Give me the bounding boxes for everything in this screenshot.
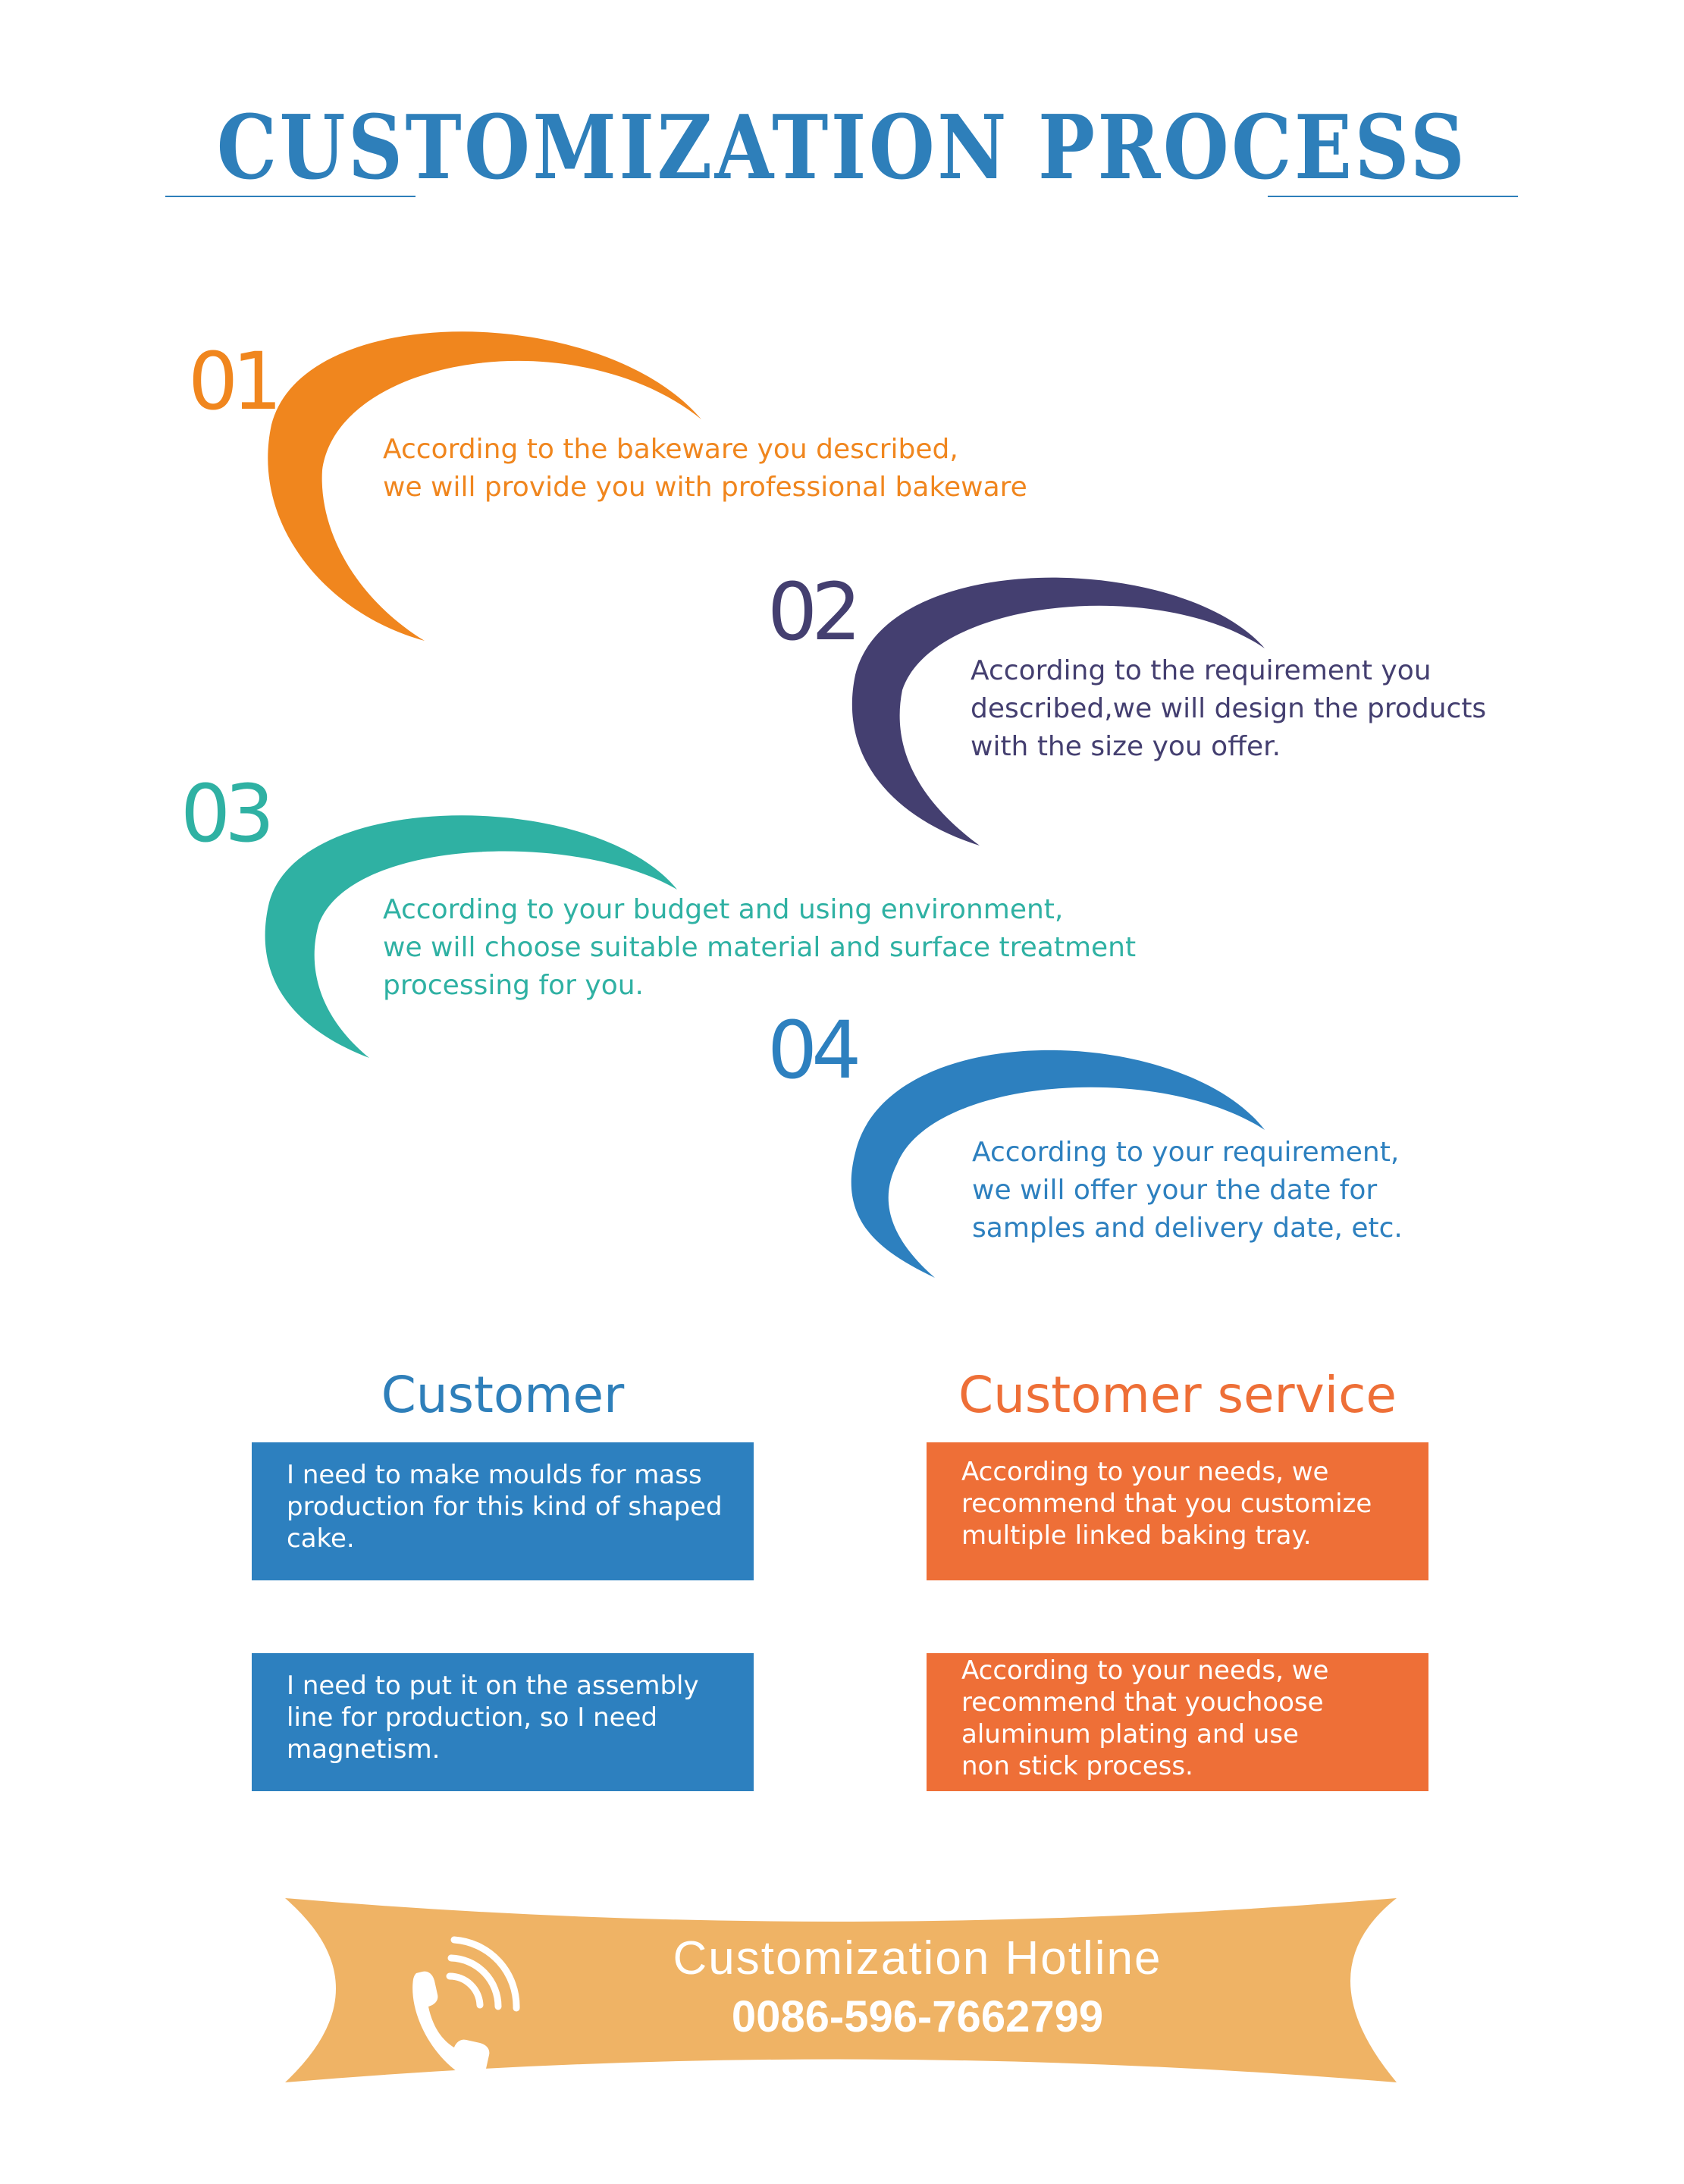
step-04-line-2: we will offer your the date for: [972, 1175, 1378, 1206]
customer-box-2-line-2: line for production, so I need: [287, 1702, 658, 1733]
service-box-1: According to your needs, we recommend th…: [927, 1442, 1428, 1580]
service-box-2: According to your needs, we recommend th…: [927, 1653, 1428, 1791]
page-title: CUSTOMIZATION PROCESS: [216, 96, 1468, 199]
step-03-line-1: According to your budget and using envir…: [383, 894, 1064, 925]
customer-box-1: I need to make moulds for mass productio…: [252, 1442, 754, 1580]
step-03-number: 03: [180, 767, 274, 860]
step-02-line-2: described,we will design the products: [971, 693, 1487, 724]
hotline-number[interactable]: 0086-596-7662799: [731, 1992, 1104, 2041]
service-box-2-line-4: non stick process.: [961, 1751, 1193, 1781]
customer-box-1-line-3: cake.: [287, 1523, 355, 1554]
step-03-line-2: we will choose suitable material and sur…: [383, 932, 1137, 963]
step-01-line-1: According to the bakeware you described,: [383, 434, 958, 465]
customer-box-2: I need to put it on the assembly line fo…: [252, 1653, 754, 1791]
step-02-text: According to the requirement you describ…: [971, 652, 1486, 766]
title-rule-right: [1268, 196, 1518, 197]
step-02-line-3: with the size you offer.: [971, 731, 1281, 762]
customer-box-1-line-1: I need to make moulds for mass: [287, 1460, 702, 1490]
customer-box-2-line-1: I need to put it on the assembly: [287, 1671, 699, 1701]
step-01-line-2: we will provide you with professional ba…: [383, 472, 1027, 503]
service-box-1-line-3: multiple linked baking tray.: [961, 1520, 1312, 1551]
customer-heading: Customer: [381, 1366, 625, 1424]
phone-icon: [412, 1936, 520, 2080]
service-box-2-line-3: aluminum plating and use: [961, 1719, 1299, 1749]
step-02-line-1: According to the requirement you: [971, 655, 1432, 686]
service-box-2-line-1: According to your needs, we: [961, 1655, 1329, 1686]
service-heading: Customer service: [958, 1366, 1397, 1424]
step-04-line-1: According to your requirement,: [972, 1137, 1400, 1168]
step-04-arc: [851, 1050, 1265, 1278]
title-rule-left: [165, 196, 416, 197]
customer-box-1-line-2: production for this kind of shaped: [287, 1492, 723, 1522]
customer-box-2-line-3: magnetism.: [287, 1734, 441, 1765]
service-box-1-line-2: recommend that you customize: [961, 1489, 1372, 1519]
step-03-arc: [265, 815, 677, 1058]
step-03-line-3: processing for you.: [383, 970, 644, 1001]
hotline-label: Customization Hotline: [673, 1932, 1162, 1985]
step-04-line-3: samples and delivery date, etc.: [972, 1213, 1403, 1244]
service-box-2-line-2: recommend that youchoose: [961, 1687, 1324, 1718]
hotline-ribbon: [285, 1898, 1397, 2082]
service-box-1-line-1: According to your needs, we: [961, 1457, 1329, 1487]
step-01-text: According to the bakeware you described,…: [383, 431, 1027, 507]
step-04-text: According to your requirement, we will o…: [972, 1134, 1403, 1247]
step-01-number: 01: [188, 335, 282, 428]
step-04-number: 04: [767, 1004, 861, 1097]
step-03-text: According to your budget and using envir…: [383, 891, 1136, 1005]
step-02-number: 02: [767, 566, 861, 658]
